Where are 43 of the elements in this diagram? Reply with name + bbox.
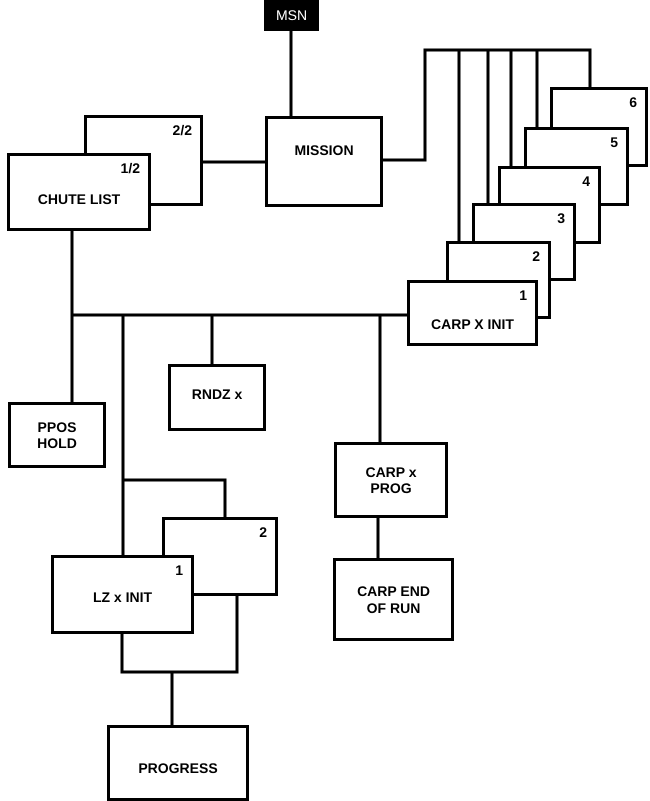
page-number: 2 [259, 525, 267, 540]
box-label: CHUTE LIST [38, 190, 120, 208]
connector-line [376, 518, 380, 558]
page-box [84, 115, 203, 153]
box-label: CARP END OF RUN [356, 583, 431, 616]
box-label: PROGRESS [138, 760, 218, 776]
page-box [51, 555, 194, 634]
box-label: RNDZ x [192, 386, 242, 403]
page-number: 4 [582, 174, 590, 190]
page-number: 2 [532, 249, 540, 264]
label-box [264, 0, 319, 31]
box-label: LZ x INIT [92, 589, 152, 606]
process-box [107, 725, 249, 801]
page-box [446, 241, 551, 280]
connector-line [70, 231, 407, 316]
page-number: 2/2 [172, 123, 192, 138]
page-number: 3 [557, 211, 565, 226]
page-box [498, 166, 601, 203]
box-label: CARP x PROG [364, 464, 418, 496]
page-box [162, 517, 278, 555]
page-number: 1/2 [120, 161, 140, 176]
page-number: 5 [610, 135, 618, 150]
box-label: PPOS HOLD [36, 418, 78, 452]
process-box [333, 558, 454, 641]
connector-line [170, 596, 238, 725]
page-box [472, 203, 576, 241]
box-label: MSN [276, 7, 308, 24]
page-box [407, 280, 538, 346]
process-box [265, 116, 383, 207]
page-box [550, 87, 648, 127]
process-box [8, 402, 106, 468]
box-label: CARP X INIT [431, 316, 514, 332]
page-number: 1 [175, 563, 183, 578]
page-box [7, 153, 151, 231]
process-box [334, 442, 448, 518]
connector-line [383, 48, 592, 162]
box-label: MISSION [294, 142, 354, 159]
connector-line [203, 160, 265, 164]
page-box [524, 127, 629, 166]
page-number: 1 [519, 288, 527, 304]
connector-line [290, 31, 292, 116]
process-box [168, 364, 266, 431]
page-number: 6 [629, 95, 637, 110]
